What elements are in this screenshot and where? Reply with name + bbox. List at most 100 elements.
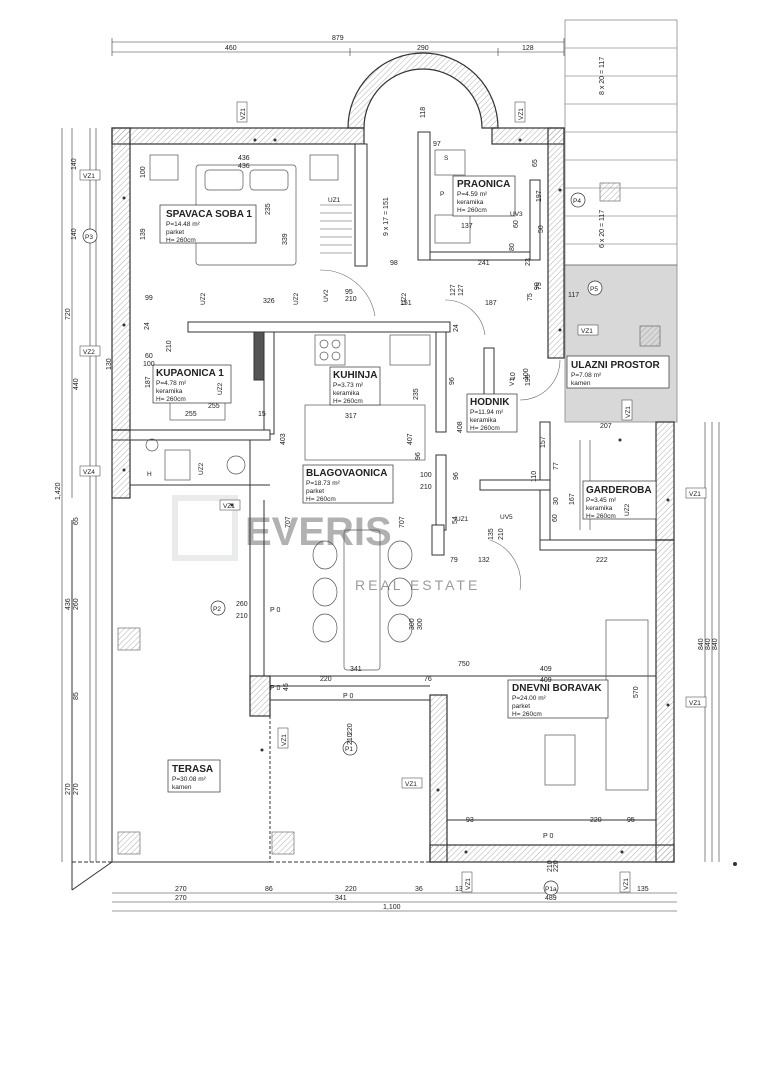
room-height: H= 260cm — [166, 237, 196, 244]
interior-dimension: 750 — [458, 661, 470, 668]
tag-uz: UZ2 — [217, 382, 224, 395]
room-floor: keramika — [333, 390, 360, 397]
tag-uz: UZ2 — [401, 292, 408, 305]
room-area: P=30.08 m² — [172, 776, 207, 783]
tag-vz: VZ4 — [83, 469, 95, 476]
interior-dimension: 235 — [265, 203, 272, 215]
interior-dimension: 210 — [236, 613, 248, 620]
dim-bottom-3: 220 — [345, 886, 357, 893]
room-name: TERASA — [172, 764, 213, 775]
room-floor: kamen — [172, 784, 192, 791]
tag-vz: VZ1 — [581, 328, 593, 335]
tag-vz: VZ1 — [223, 503, 235, 510]
dim-stairs-1: 8 x 20 = 117 — [599, 57, 606, 95]
interior-dimension: 77 — [553, 462, 560, 470]
bottom-dimensions — [112, 892, 677, 912]
interior-dimension: 10 — [510, 372, 517, 380]
room-area: P=3.73 m² — [333, 382, 364, 389]
interior-dimension: 60 — [552, 514, 559, 522]
room-area: P=18.73 m² — [306, 480, 341, 487]
watermark: EVERIS REAL ESTATE — [172, 495, 477, 593]
dim-bottom-total: 1,100 — [383, 904, 401, 911]
interior-dimension: 260 — [236, 601, 248, 608]
interior-dimension: 97 — [433, 141, 441, 148]
label-s: S — [444, 155, 449, 162]
interior-dimension: 210 — [547, 860, 554, 872]
interior-dimension: 79 — [450, 557, 458, 564]
dim-bottom-r2-2: 341 — [335, 895, 347, 902]
interior-dimension: 220 — [553, 860, 560, 872]
dim-bottom-r2-3: 489 — [545, 895, 557, 902]
interior-dimension: 24 — [144, 322, 151, 330]
room-name: SPAVACA SOBA 1 — [166, 209, 252, 220]
room-height: H= 260cm — [156, 396, 186, 403]
interior-dimension: 100 — [140, 166, 147, 178]
room-name: PRAONICA — [457, 179, 510, 190]
tag-uz: UZ2 — [293, 292, 300, 305]
dim-left-total: 1,420 — [55, 482, 62, 500]
interior-dimension: 210 — [345, 296, 357, 303]
dim-left-440: 440 — [73, 378, 80, 390]
tag-vz: VZ1 — [405, 781, 417, 788]
room-area: P=4.78 m² — [156, 380, 187, 387]
dim-bottom-7: 135 — [637, 886, 649, 893]
room-garderoba: GARDEROBA P=3.45 m² keramika H= 260cm — [582, 480, 657, 520]
dim-left-270b: 270 — [73, 783, 80, 795]
dim-bottom-1: 270 — [175, 886, 187, 893]
top-dimensions — [111, 38, 565, 56]
tag-uz: UZ2 — [198, 462, 205, 475]
interior-dimension: 80 — [509, 243, 516, 251]
interior-dimension: 210 — [166, 340, 173, 352]
interior-dimension: 187 — [145, 376, 152, 388]
tag-vz: VZ1 — [625, 406, 632, 418]
room-floor: parket — [166, 229, 184, 236]
room-ulazni: ULAZNI PROSTOR P=7.08 m² kamen — [566, 355, 670, 389]
room-praonica: PRAONICA P=4.59 m² keramika H= 260cm — [452, 175, 516, 217]
tag-vz: VZ1 — [240, 108, 247, 120]
interior-dimension: 436 — [238, 163, 250, 170]
interior-dimension: 135 — [488, 528, 495, 540]
room-name: KUPAONICA 1 — [156, 368, 224, 379]
interior-dimension: 9 x 17 = 151 — [383, 197, 390, 236]
interior-dimension: 222 — [596, 557, 608, 564]
tag-vz: VZ1 — [623, 878, 630, 890]
interior-dimension: 197 — [536, 190, 543, 202]
interior-dimension: 317 — [345, 413, 357, 420]
interior-dimension: 137 — [461, 223, 473, 230]
interior-dimension: P 0 — [343, 693, 353, 700]
tag-uz: UZ2 — [200, 292, 207, 305]
room-area: P=4.59 m² — [457, 191, 488, 198]
tag-vz: VZ1 — [518, 108, 525, 120]
exterior-stairs — [564, 19, 678, 266]
room-area: P=14.48 m² — [166, 221, 201, 228]
interior-dimension: 96 — [415, 452, 422, 460]
marker-p5: P5 — [590, 286, 598, 293]
interior-dimension: 76 — [424, 676, 432, 683]
interior-dimension: 100 — [523, 368, 530, 380]
interior-dimension: 118 — [420, 107, 427, 118]
room-hodnik: HODNIK P=11.94 m² keramika H= 260cm — [466, 393, 518, 433]
interior-dimension: 110 — [531, 471, 538, 482]
interior-stairs — [320, 204, 352, 254]
room-floor: keramika — [586, 505, 613, 512]
left-dimensions — [61, 128, 97, 862]
interior-dimension: 100 — [420, 472, 432, 479]
room-area: P=24.00 m² — [512, 695, 547, 702]
room-name: GARDEROBA — [586, 485, 652, 496]
dim-right-2: 840 — [705, 638, 712, 650]
interior-dimension: P 0 — [270, 685, 280, 692]
room-floor: keramika — [470, 417, 497, 424]
interior-dimension: 707 — [285, 516, 292, 528]
interior-dimension: 90 — [534, 282, 541, 290]
interior-dimension: 15 — [258, 411, 266, 418]
planters — [117, 182, 661, 855]
room-spavaca: SPAVACA SOBA 1 P=14.48 m² parket H= 260c… — [159, 204, 257, 244]
interior-dimension: 23 — [525, 258, 532, 266]
interior-dimension: 300 — [417, 618, 424, 630]
tag-uv: V1 — [509, 378, 516, 386]
interior-dimension: 255 — [185, 411, 197, 418]
dim-right-1: 840 — [698, 638, 705, 650]
tag-uz: UZ1 — [456, 516, 469, 523]
room-kupaonica: KUPAONICA 1 P=4.78 m² keramika H= 260cm — [152, 364, 232, 404]
interior-dimension: 157 — [540, 436, 547, 448]
